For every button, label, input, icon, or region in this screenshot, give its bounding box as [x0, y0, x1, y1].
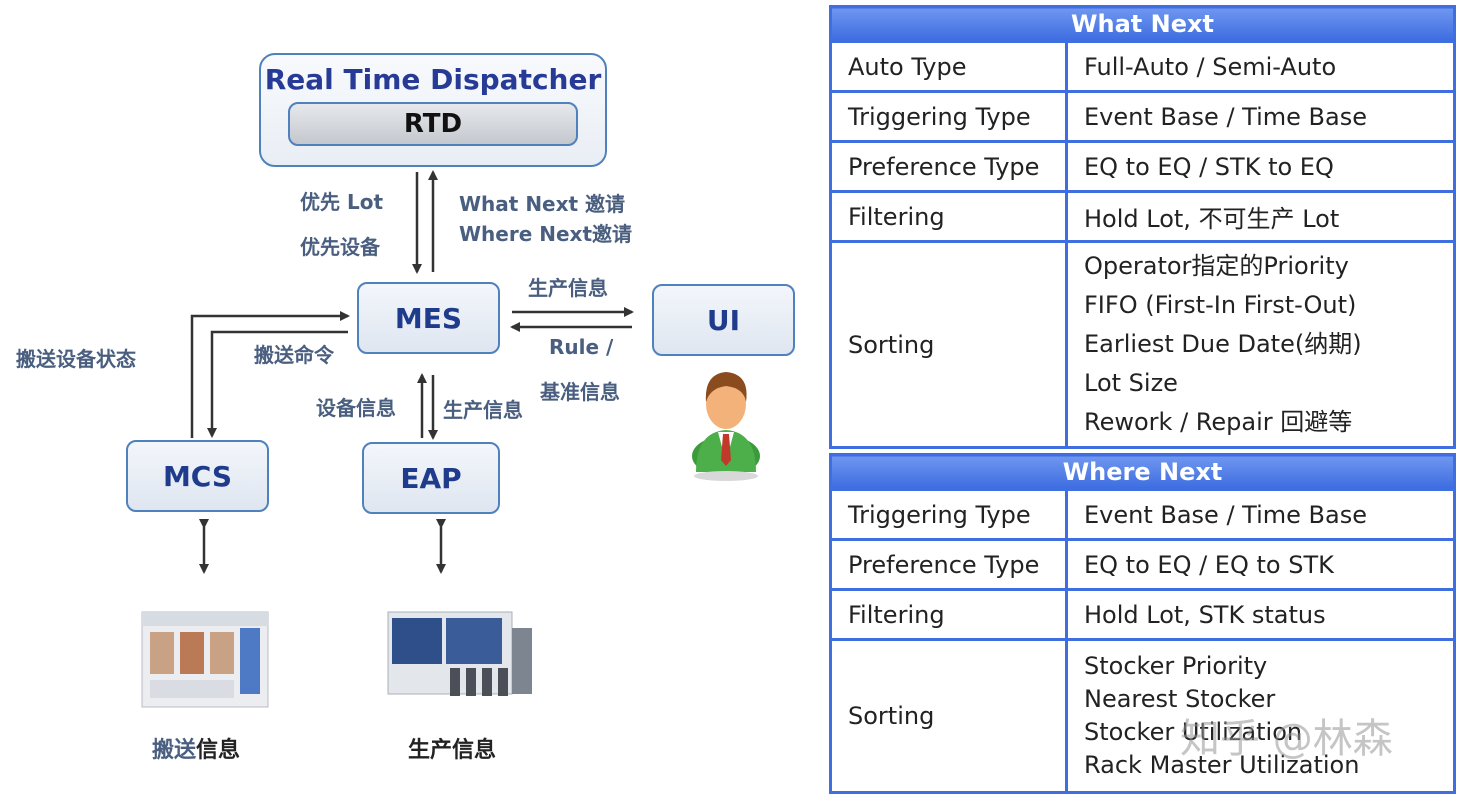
table-row: Triggering Type Event Base / Time Base [829, 90, 1456, 143]
arrow-mes-to-mcs [207, 330, 348, 438]
table-row: Preference Type EQ to EQ / EQ to STK [829, 538, 1456, 591]
mes-label: MES [394, 301, 463, 335]
list-item: Lot Size [1084, 369, 1178, 397]
table-row: Sorting Operator指定的Priority FIFO (First-… [829, 240, 1456, 449]
what-next-table: What Next Auto Type Full-Auto / Semi-Aut… [829, 5, 1456, 449]
table-row: Auto Type Full-Auto / Semi-Auto [829, 40, 1456, 93]
table-row: Sorting Stocker Priority Nearest Stocker… [829, 638, 1456, 794]
table-row: Triggering Type Event Base / Time Base [829, 488, 1456, 541]
rtd-title: Real Time Dispatcher [264, 63, 602, 96]
mes-box[interactable]: MES [357, 282, 500, 354]
rtd-box[interactable]: Real Time Dispatcher RTD [259, 53, 607, 167]
label-transport-equipment-status: 搬送设备状态 [16, 347, 136, 371]
table-row: Preference Type EQ to EQ / STK to EQ [829, 140, 1456, 193]
row-key: Triggering Type [829, 488, 1068, 541]
production-equipment-image [387, 611, 532, 696]
row-key: Triggering Type [829, 90, 1068, 143]
list-item: Stocker Utilization [1084, 718, 1303, 746]
row-key: Sorting [829, 638, 1068, 794]
watermark: 知乎 @林森 [1180, 716, 1393, 762]
table-row: Filtering Hold Lot, STK status [829, 588, 1456, 641]
table-row: Filtering Hold Lot, 不可生产 Lot [829, 190, 1456, 243]
list-item: Nearest Stocker [1084, 685, 1276, 713]
label-what-next-request: What Next 邀请 [459, 192, 626, 216]
ui-box[interactable]: UI [652, 284, 795, 356]
eap-box[interactable]: EAP [362, 442, 500, 514]
label-priority-equipment: 优先设备 [300, 235, 380, 259]
label-equipment-info: 设备信息 [316, 396, 396, 420]
row-key: Preference Type [829, 140, 1068, 193]
list-item: FIFO (First-In First-Out) [1084, 291, 1357, 319]
row-key: Preference Type [829, 538, 1068, 591]
ui-label: UI [706, 303, 741, 337]
caption-transport-info: 搬送信息 [152, 732, 240, 764]
caption-production-info: 生产信息 [408, 738, 497, 763]
list-item: Stocker Priority [1084, 652, 1268, 680]
row-value: Event Base / Time Base [1065, 488, 1456, 541]
mcs-label: MCS [162, 459, 233, 493]
row-value: Full-Auto / Semi-Auto [1065, 40, 1456, 93]
row-value: Event Base / Time Base [1065, 90, 1456, 143]
diagram-connectors [141, 170, 760, 708]
transport-equipment-image [141, 611, 269, 708]
label-production-info-eap: 生产信息 [443, 398, 523, 422]
rtd-inner-box[interactable]: RTD [288, 102, 578, 146]
row-key: Auto Type [829, 40, 1068, 93]
operator-avatar-icon [692, 372, 760, 481]
list-item: Operator指定的Priority [1084, 252, 1349, 280]
sorting-values: Operator指定的Priority FIFO (First-In First… [1065, 240, 1456, 449]
eap-label: EAP [400, 461, 462, 495]
sorting-values: Stocker Priority Nearest Stocker Stocker… [1065, 638, 1456, 794]
label-production-info-ui: 生产信息 [528, 276, 608, 300]
list-item: Earliest Due Date(纳期) [1084, 330, 1362, 358]
what-next-header: What Next [829, 5, 1456, 43]
row-key: Filtering [829, 190, 1068, 243]
rtd-inner-label: RTD [403, 109, 463, 139]
row-key: Sorting [829, 240, 1068, 449]
where-next-header: Where Next [829, 453, 1456, 491]
label-rule: Rule / [549, 335, 614, 359]
label-transport-command: 搬送命令 [254, 343, 334, 367]
arrow-mcs-to-mes [190, 311, 350, 438]
mcs-box[interactable]: MCS [126, 440, 269, 512]
list-item: Rack Master Utilization [1084, 751, 1360, 779]
row-key: Filtering [829, 588, 1068, 641]
label-priority-lot: 优先 Lot [300, 190, 384, 214]
row-value: EQ to EQ / EQ to STK [1065, 538, 1456, 591]
where-next-table: Where Next Triggering Type Event Base / … [829, 453, 1456, 794]
caption-transport-part-b: 信息 [196, 738, 241, 763]
row-value: EQ to EQ / STK to EQ [1065, 140, 1456, 193]
caption-transport-part-a: 搬送 [152, 738, 197, 763]
row-value: Hold Lot, 不可生产 Lot [1065, 190, 1456, 243]
list-item: Rework / Repair 回避等 [1084, 408, 1353, 436]
label-base-info: 基准信息 [540, 380, 620, 404]
row-value: Hold Lot, STK status [1065, 588, 1456, 641]
label-where-next-request: Where Next邀请 [459, 222, 633, 246]
